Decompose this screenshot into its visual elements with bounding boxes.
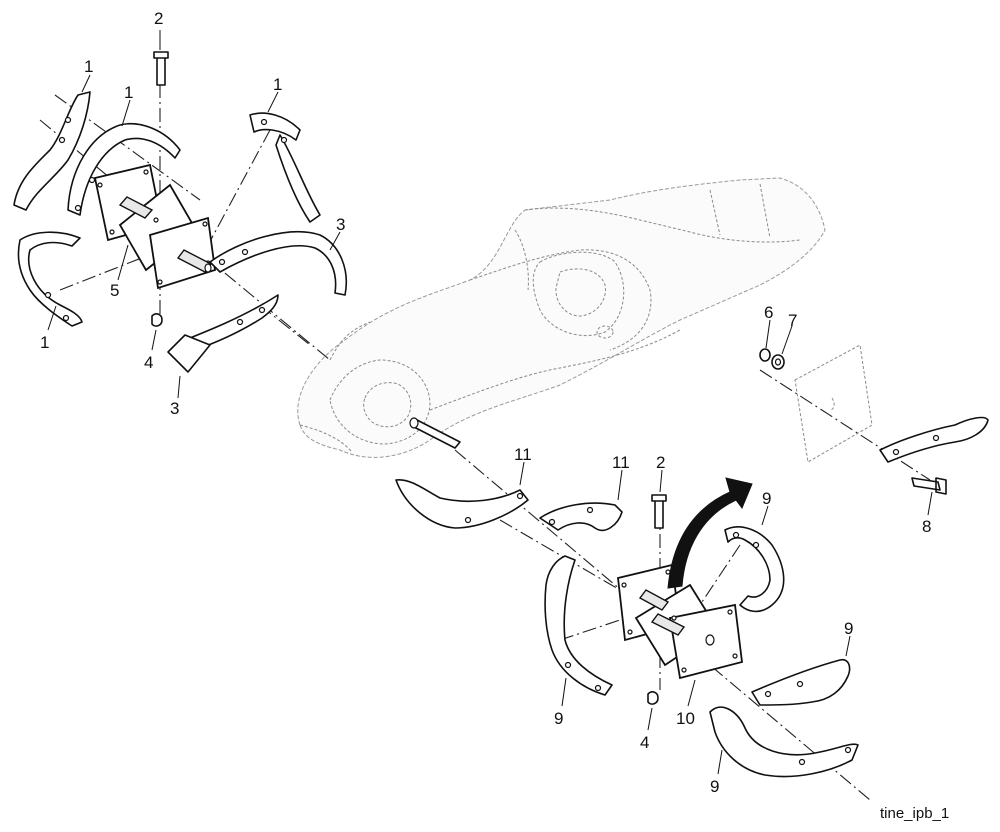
- callout-11-b: 11: [612, 453, 630, 472]
- left-tine-assembly: [13, 51, 347, 373]
- bolt-2-top: [153, 51, 169, 86]
- callout-2-a: 2: [154, 9, 163, 28]
- callout-8: 8: [922, 517, 931, 536]
- rotation-arrow: [667, 477, 753, 589]
- pin-4-right: [647, 691, 659, 705]
- tine-part-9-left: [544, 555, 613, 696]
- callout-1-c: 1: [273, 75, 282, 94]
- callout-9-d: 9: [710, 777, 719, 796]
- right-tine-assembly: [395, 477, 859, 778]
- callout-11-a: 11: [514, 445, 532, 464]
- tine-part-3-blade: [167, 334, 211, 373]
- callout-4-b: 4: [640, 733, 649, 752]
- callout-3-b: 3: [170, 399, 179, 418]
- tine-part-9-upper: [724, 526, 785, 613]
- tine-part-3-upper: [209, 231, 347, 296]
- callout-5: 5: [110, 281, 119, 300]
- leader-lines: [47, 30, 933, 775]
- tine-part-3-lower: [184, 294, 279, 351]
- callout-6: 6: [764, 303, 773, 322]
- hub-tube-right-a: [638, 589, 670, 611]
- callout-9-b: 9: [844, 619, 853, 638]
- tine-part-1-right: [249, 112, 321, 223]
- figure-caption: tine_ipb_1: [880, 805, 949, 822]
- tine-part-1-upper: [67, 123, 181, 216]
- tine-part-1-lower: [17, 231, 83, 327]
- tine-part-11-left: [395, 479, 529, 529]
- hub-tube-left: [118, 196, 154, 219]
- callout-labels: 1 1 1 1 2 3 3 4 5 6 7 8 11 11 2 9 9 9 4 …: [40, 9, 931, 796]
- callout-9-c: 9: [554, 709, 563, 728]
- bolt-2-right: [651, 494, 667, 529]
- callout-2-b: 2: [656, 453, 665, 472]
- callout-10: 10: [676, 709, 695, 728]
- callout-9-a: 9: [762, 489, 771, 508]
- tine-part-11-right: [539, 502, 623, 532]
- callout-7: 7: [788, 311, 797, 330]
- washer-6: [759, 348, 771, 362]
- tine-part-1-far-left: [13, 91, 91, 211]
- side-hardware: [759, 344, 989, 495]
- tiller-body-phantom: [297, 177, 826, 458]
- callout-1-b: 1: [124, 83, 133, 102]
- callout-1-a: 1: [84, 57, 93, 76]
- pin-4-left: [151, 313, 163, 327]
- tine-part-9-bottom: [709, 706, 859, 778]
- callout-1-d: 1: [40, 333, 49, 352]
- bolt-8: [911, 477, 947, 495]
- callout-3-a: 3: [336, 215, 345, 234]
- hub-tube-right-b: [650, 613, 686, 636]
- callout-4-a: 4: [144, 353, 153, 372]
